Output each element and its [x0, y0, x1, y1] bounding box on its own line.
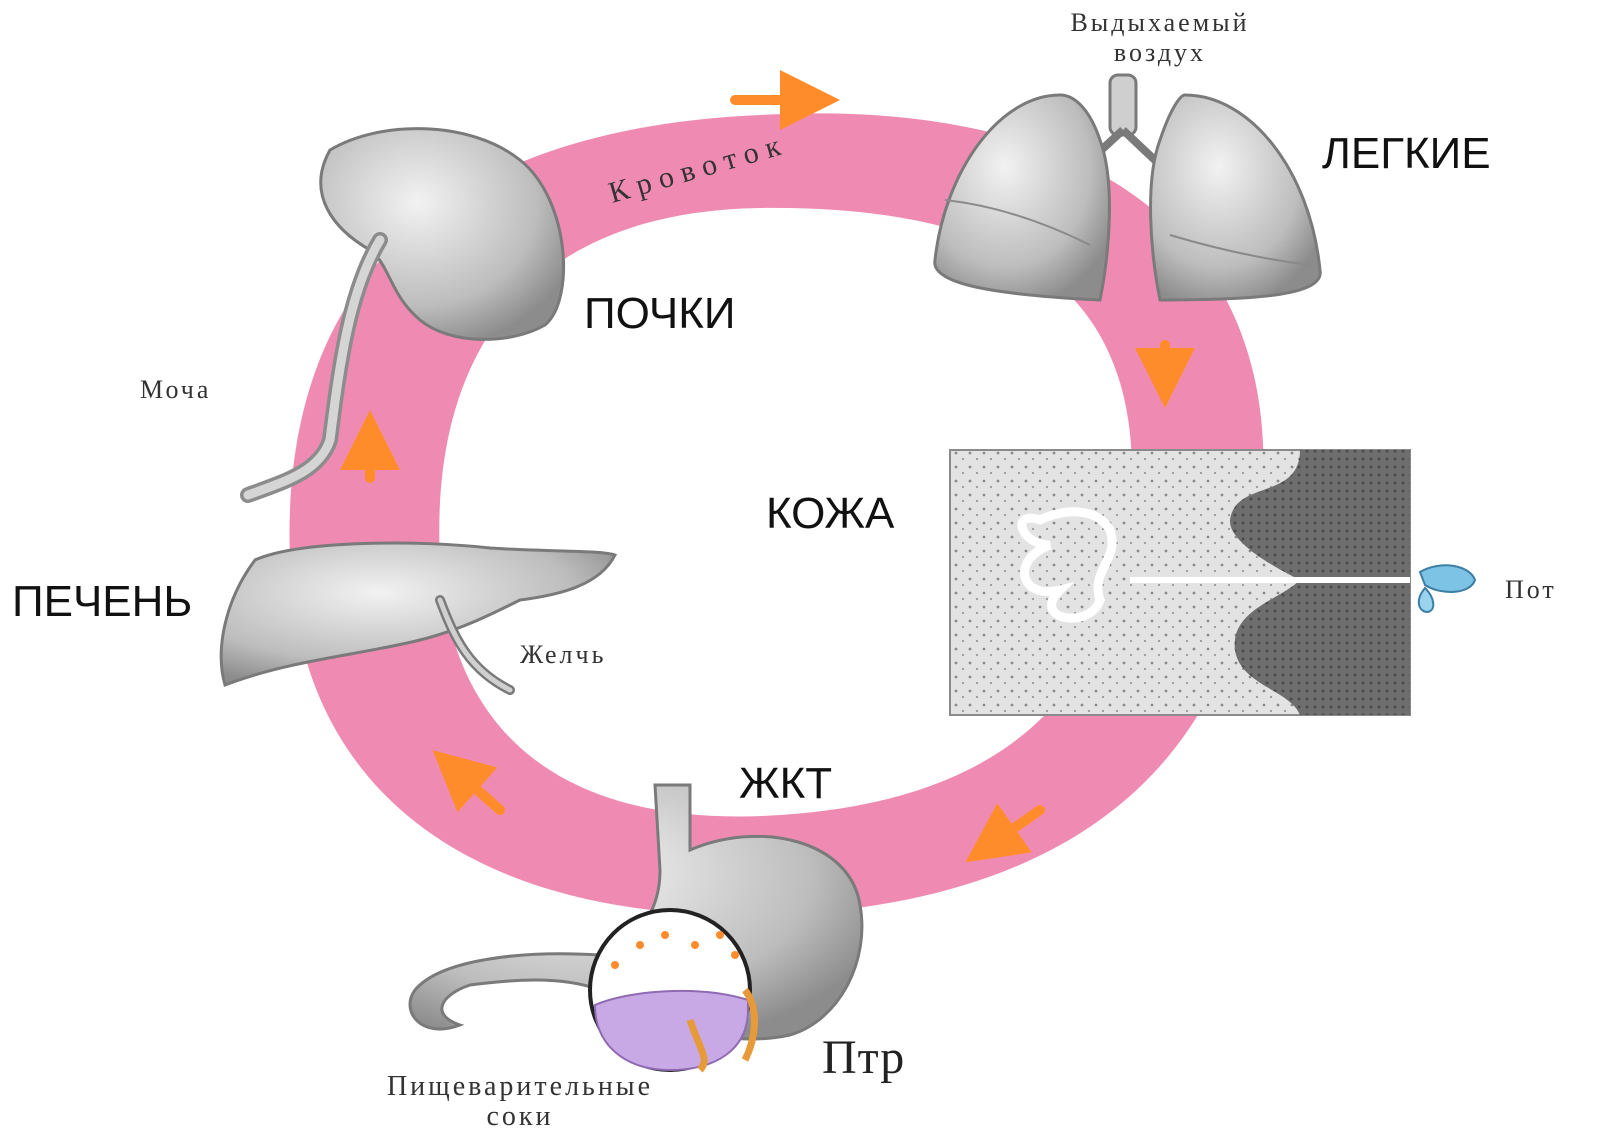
- caption-digestive-juices: Пищеварительные соки: [320, 1072, 720, 1132]
- sweat-drop-icon: [1419, 565, 1475, 612]
- label-liver: ПЕЧЕНЬ: [8, 578, 196, 626]
- label-skin: КОЖА: [762, 490, 898, 538]
- caption-exhaled-air-line1: Выдыхаемый: [1025, 8, 1295, 38]
- caption-exhaled-air-line2: воздух: [1025, 38, 1295, 68]
- label-lungs: ЛЕГКИЕ: [1318, 130, 1495, 178]
- caption-digestive-juices-line1: Пищеварительные: [320, 1072, 720, 1102]
- caption-urine: Моча: [140, 375, 211, 405]
- caption-sweat: Пот: [1505, 575, 1557, 605]
- skin-section-icon: [950, 450, 1410, 715]
- caption-digestive-juices-line2: соки: [320, 1102, 720, 1132]
- caption-exhaled-air: Выдыхаемый воздух: [1025, 8, 1295, 68]
- label-gi-tract: ЖКТ: [735, 760, 836, 808]
- caption-ptr: Птр: [822, 1030, 905, 1085]
- caption-bile: Желчь: [520, 640, 606, 670]
- label-kidneys: ПОЧКИ: [580, 290, 739, 338]
